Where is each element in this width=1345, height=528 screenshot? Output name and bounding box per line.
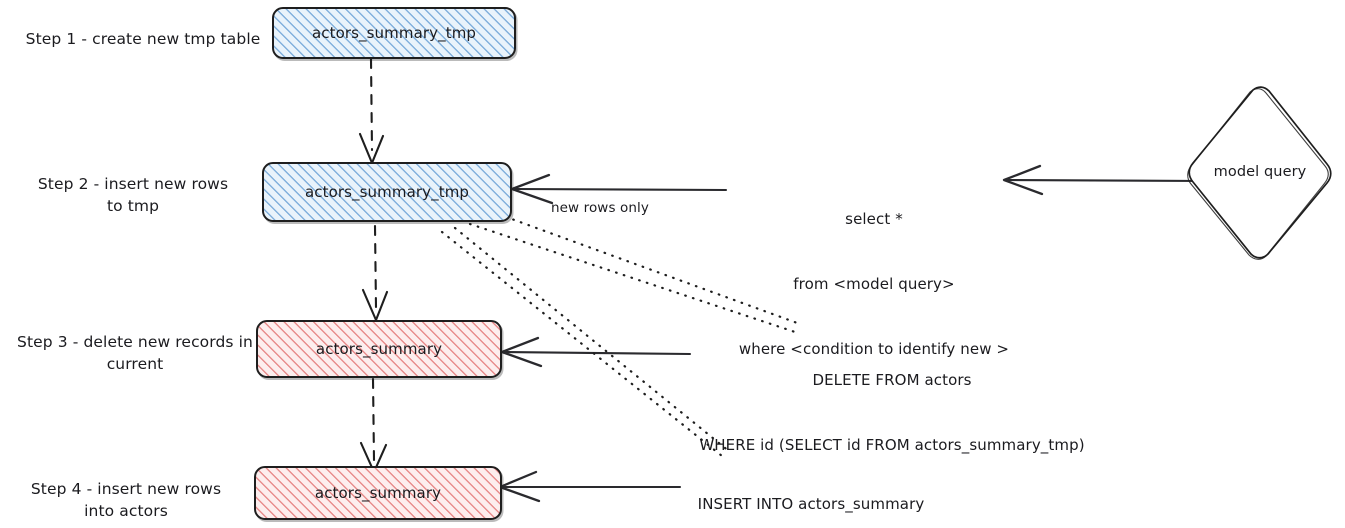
arrow-model-query-to-select <box>1002 164 1207 196</box>
node-summary-2[interactable]: actors_summary <box>254 466 502 520</box>
node-summary-1[interactable]: actors_summary <box>256 320 502 378</box>
delete-query-line-1: DELETE FROM actors <box>812 370 972 389</box>
select-query-line-3: where <condition to identify new > <box>738 340 1010 358</box>
step-label-4: Step 4 - insert new rows into actors <box>30 480 222 521</box>
annotation-insert-query: INSERT INTO actors_summary SELECT * FROM… <box>680 450 942 528</box>
arrow-select-query-to-tmp <box>510 173 728 205</box>
arrow-delete-query-to-summary <box>500 336 692 368</box>
node-tmp-2[interactable]: actors_summary_tmp <box>262 162 512 222</box>
node-tmp-1-label: actors_summary_tmp <box>311 24 477 42</box>
arrow-insert-query-to-summary <box>498 470 682 503</box>
flow-arrow-step2-step3 <box>361 224 389 322</box>
node-model-query-label: model query <box>1213 164 1307 180</box>
dotted-leader-lines <box>440 212 802 458</box>
flow-arrow-step3-step4 <box>359 377 388 474</box>
step-label-3: Step 3 - delete new records in current <box>17 333 253 374</box>
annotation-delete-query: DELETE FROM actors WHERE id (SELECT id F… <box>684 326 1100 500</box>
select-query-line-2: from <model query> <box>793 274 955 293</box>
node-tmp-2-label: actors_summary_tmp <box>304 183 470 201</box>
node-summary-2-label: actors_summary <box>314 484 442 502</box>
step-label-1: Step 1 - create new tmp table <box>25 30 261 48</box>
edge-label-new-rows-only: new rows only <box>551 200 649 216</box>
insert-query-line-1: INSERT INTO actors_summary <box>697 494 925 513</box>
step-label-2: Step 2 - insert new rows to tmp <box>37 175 229 216</box>
select-query-line-1: select * <box>845 209 903 228</box>
dotted-leader-to-insert-1 <box>453 226 732 454</box>
node-summary-1-label: actors_summary <box>315 340 443 358</box>
annotation-select-query: select * from <model query> where <condi… <box>728 165 1020 404</box>
flow-arrow-step1-step2 <box>358 57 385 165</box>
dotted-leader-to-insert-2 <box>440 230 724 458</box>
dotted-leader-to-delete-2 <box>468 222 797 334</box>
node-tmp-1[interactable]: actors_summary_tmp <box>272 7 516 59</box>
dotted-leader-to-delete-1 <box>496 212 802 326</box>
node-model-query-shape[interactable] <box>1187 86 1332 260</box>
delete-query-line-2: WHERE id (SELECT id FROM actors_summary_… <box>699 435 1085 454</box>
